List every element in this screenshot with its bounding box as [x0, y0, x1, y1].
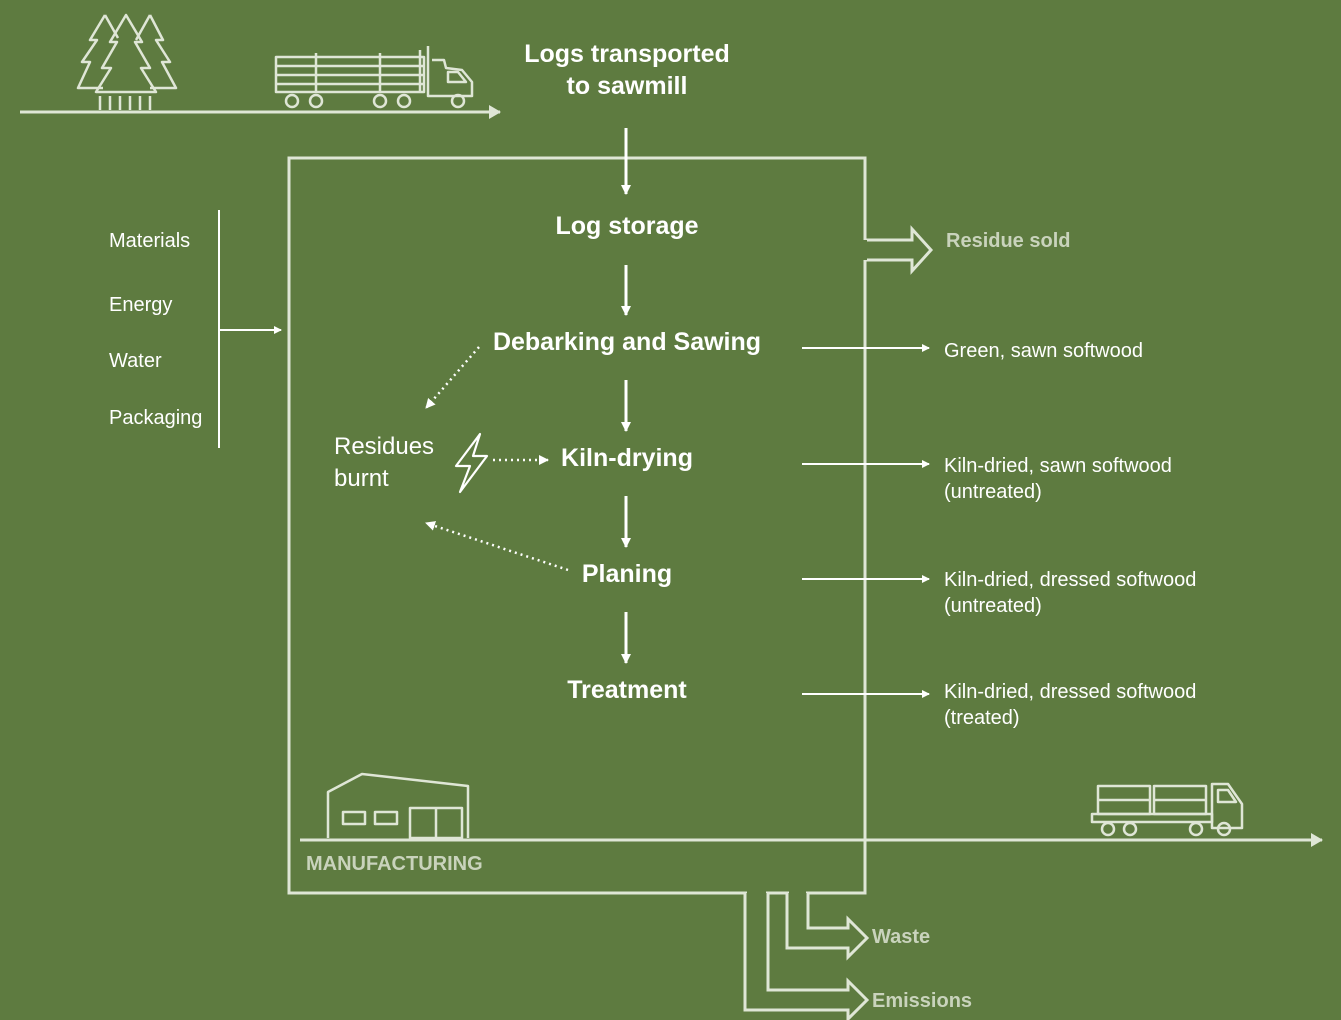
- manufacturing-label: MANUFACTURING: [306, 853, 483, 875]
- output-2-line-2: (untreated): [944, 481, 1042, 503]
- output-2-line-1: Kiln-dried, sawn softwood: [944, 455, 1172, 477]
- dotted-arrow-planing-to-residues: [425, 521, 569, 572]
- output-3-line-1: Kiln-dried, dressed softwood: [944, 569, 1197, 591]
- output-kiln-sawn-untreated: Kiln-dried, sawn softwood (untreated): [944, 453, 1172, 505]
- emissions-label: Emissions: [872, 990, 973, 1012]
- residue-sold-label: Residue sold: [946, 230, 1071, 252]
- residue-sold-arrow: [865, 225, 934, 275]
- output-green-sawn: Green, sawn softwood: [944, 338, 1143, 364]
- output-3-line-2: (untreated): [944, 595, 1042, 617]
- residues-burnt-label: Residues burnt: [334, 431, 434, 495]
- factory-icon: [326, 772, 470, 840]
- log-truck-icon: [274, 46, 474, 109]
- step-kiln-drying: Kiln-drying: [561, 444, 693, 472]
- inputs-bracket: [218, 210, 282, 448]
- lightning-icon: [454, 432, 489, 494]
- input-packaging: Packaging: [109, 407, 203, 429]
- dotted-arrow-sawing-to-residues: [425, 346, 480, 409]
- waste-label: Waste: [872, 926, 931, 948]
- logs-transported-line-1: Logs transported: [524, 40, 730, 68]
- output-kiln-dressed-untreated: Kiln-dried, dressed softwood (untreated): [944, 567, 1196, 619]
- output-1-line-1: Green, sawn softwood: [944, 340, 1143, 362]
- input-water: Water: [109, 350, 162, 372]
- logs-transported-line-2: to sawmill: [566, 72, 688, 100]
- step-log-storage: Log storage: [555, 212, 699, 240]
- emissions-arrow: [743, 893, 870, 1020]
- output-4-line-2: (treated): [944, 707, 1020, 729]
- step-treatment: Treatment: [567, 676, 687, 704]
- manufacturing-boundary: [287, 156, 867, 895]
- input-materials: Materials: [109, 230, 191, 252]
- waste-arrow: [785, 893, 870, 961]
- residues-line-1: Residues: [334, 433, 435, 460]
- output-kiln-dressed-treated: Kiln-dried, dressed softwood (treated): [944, 679, 1196, 731]
- logs-transported-label: Logs transported to sawmill: [524, 38, 730, 102]
- step-planing: Planing: [581, 560, 673, 588]
- tree-icon: [76, 13, 178, 110]
- residues-line-2: burnt: [334, 465, 389, 492]
- step-debarking-sawing: Debarking and Sawing: [492, 328, 762, 356]
- input-energy: Energy: [109, 294, 173, 316]
- output-4-line-1: Kiln-dried, dressed softwood: [944, 681, 1197, 703]
- delivery-truck-icon: [1090, 782, 1244, 837]
